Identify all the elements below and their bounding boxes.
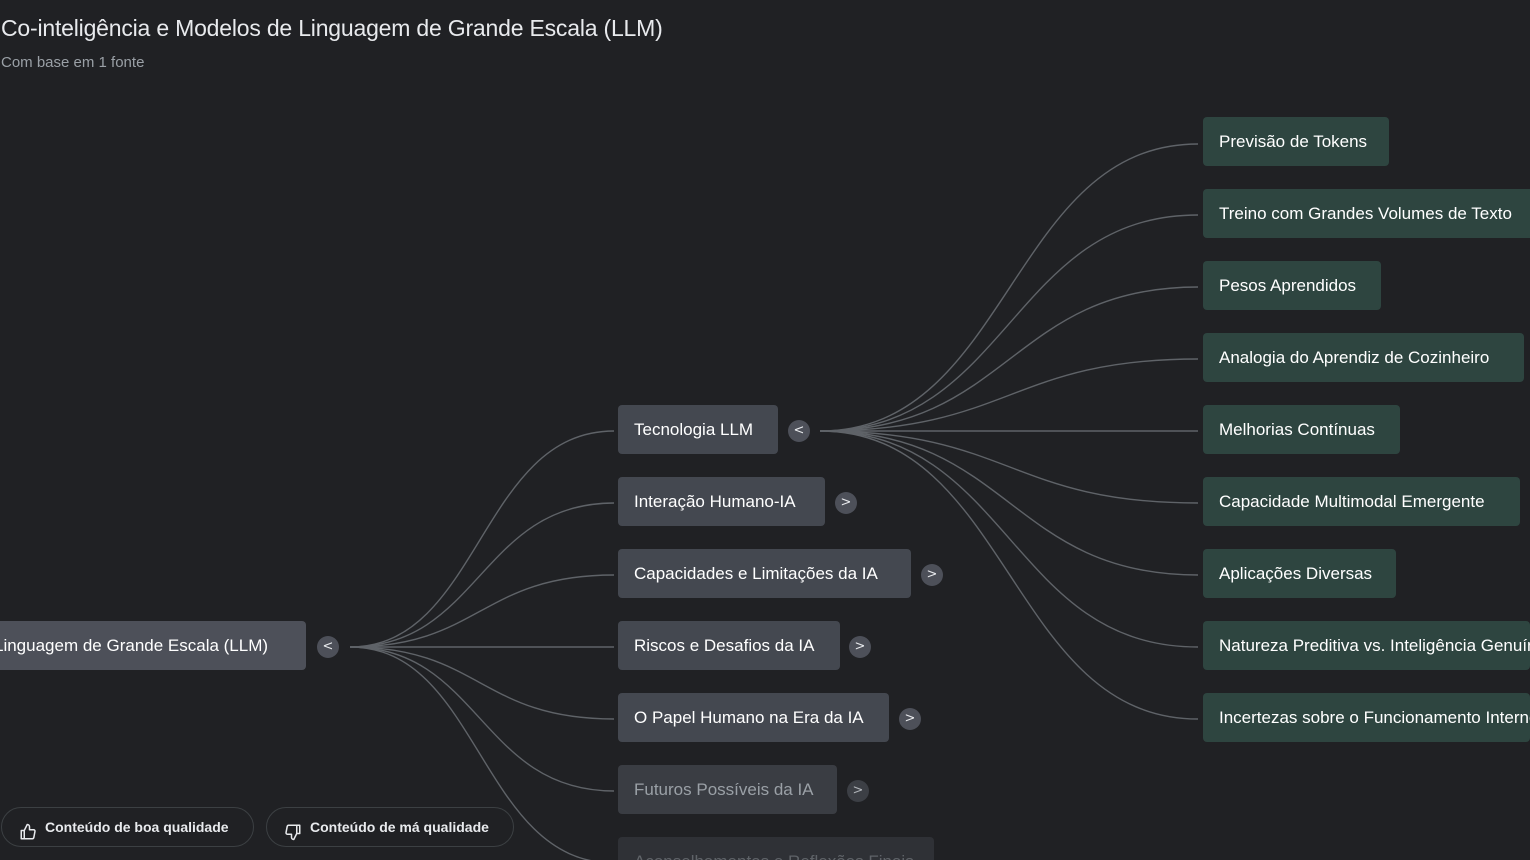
connector-root-branch-1	[349, 430, 615, 648]
thumbs-up-icon	[19, 817, 37, 840]
branch-node-capacidades-limitacoes[interactable]: Capacidades e Limitações da IA	[618, 549, 911, 598]
connector-branch-leaf-7	[819, 430, 1199, 576]
root-node-label: Linguagem de Grande Escala (LLM)	[0, 636, 269, 655]
thumbs-down-icon	[284, 817, 302, 841]
root-node[interactable]: Linguagem de Grande Escala (LLM)	[0, 621, 306, 670]
page-title: Co-inteligência e Modelos de Linguagem d…	[1, 15, 663, 41]
leaf-node-label: Analogia do Aprendiz de Cozinheiro	[1219, 348, 1490, 367]
source-count: Com base em 1 fonte	[1, 54, 145, 71]
leaf-node-natureza-preditiva[interactable]: Natureza Preditiva vs. Inteligência Genu…	[1203, 621, 1530, 670]
connector-branch-leaf-3	[819, 286, 1199, 432]
connector-branch-leaf-6	[819, 430, 1199, 504]
branch-node-label: Riscos e Desafios da IA	[634, 636, 815, 655]
leaf-node-label: Previsão de Tokens	[1219, 132, 1368, 151]
connector-branch-leaf-9	[819, 430, 1199, 720]
branch-collapse-toggle[interactable]: <	[788, 420, 810, 442]
good-quality-button[interactable]: Conteúdo de boa qualidade	[1, 807, 254, 847]
branch-node-interacao-humano-ia[interactable]: Interação Humano-IA	[618, 477, 825, 526]
branch-node-label: Futuros Possíveis da IA	[634, 780, 814, 799]
leaf-node-capacidade-multimodal[interactable]: Capacidade Multimodal Emergente	[1203, 477, 1520, 526]
branch-node-futuros-possiveis[interactable]: Futuros Possíveis da IA	[618, 765, 837, 814]
bad-quality-button[interactable]: Conteúdo de má qualidade	[266, 807, 514, 847]
connector-root-branch-6	[349, 646, 615, 792]
branch-node-riscos-desafios[interactable]: Riscos e Desafios da IA	[618, 621, 840, 670]
branch-expand-toggle[interactable]: >	[849, 636, 871, 658]
connector-branch-leaf-8	[819, 430, 1199, 648]
leaf-node-label: Pesos Aprendidos	[1219, 276, 1357, 295]
branch-node-label: Interação Humano-IA	[634, 492, 796, 511]
leaf-node-treino-grandes-volumes[interactable]: Treino com Grandes Volumes de Texto	[1203, 189, 1530, 238]
branch-node-tecnologia-llm[interactable]: Tecnologia LLM	[618, 405, 778, 454]
branch-expand-toggle[interactable]: >	[835, 492, 857, 514]
leaf-node-incertezas-funcionamento[interactable]: Incertezas sobre o Funcionamento Interno	[1203, 693, 1530, 742]
leaf-node-aplicacoes-diversas[interactable]: Aplicações Diversas	[1203, 549, 1396, 598]
connector-branch-leaf-2	[819, 214, 1199, 432]
leaf-node-label: Natureza Preditiva vs. Inteligência Genu…	[1219, 636, 1530, 655]
leaf-node-pesos-aprendidos[interactable]: Pesos Aprendidos	[1203, 261, 1381, 310]
connector-root-branch-7	[349, 646, 593, 860]
connector-branch-leaf-1	[819, 143, 1199, 432]
bad-quality-label: Conteúdo de má qualidade	[310, 819, 489, 835]
leaf-node-melhorias-continuas[interactable]: Melhorias Contínuas	[1203, 405, 1400, 454]
leaf-node-label: Capacidade Multimodal Emergente	[1219, 492, 1485, 511]
connector-root-branch-3	[349, 574, 615, 648]
good-quality-label: Conteúdo de boa qualidade	[45, 819, 229, 835]
connector-root-branch-5	[349, 646, 615, 720]
leaf-node-analogia-cozinheiro[interactable]: Analogia do Aprendiz de Cozinheiro	[1203, 333, 1524, 382]
branch-expand-toggle[interactable]: >	[847, 780, 869, 802]
connector-branch-leaf-4	[819, 358, 1199, 432]
branch-expand-toggle[interactable]: >	[921, 564, 943, 586]
branch-expand-toggle[interactable]: >	[899, 708, 921, 730]
connector-root-branch-2	[349, 502, 615, 648]
root-collapse-toggle[interactable]: <	[317, 636, 339, 658]
leaf-node-label: Aplicações Diversas	[1219, 564, 1373, 583]
leaf-node-previsao-tokens[interactable]: Previsão de Tokens	[1203, 117, 1389, 166]
branch-node-label: Tecnologia LLM	[634, 420, 754, 439]
branch-node-label: Aconselhamentos e Reflexões Finais	[634, 852, 914, 860]
leaf-node-label: Melhorias Contínuas	[1219, 420, 1375, 439]
branch-node-label: Capacidades e Limitações da IA	[634, 564, 878, 583]
branch-node-label: O Papel Humano na Era da IA	[634, 708, 864, 727]
leaf-node-label: Incertezas sobre o Funcionamento Interno	[1219, 708, 1530, 727]
branch-node-aconselhamentos[interactable]: Aconselhamentos e Reflexões Finais	[618, 837, 934, 860]
leaf-node-label: Treino com Grandes Volumes de Texto	[1219, 204, 1512, 223]
branch-node-papel-humano[interactable]: O Papel Humano na Era da IA	[618, 693, 889, 742]
